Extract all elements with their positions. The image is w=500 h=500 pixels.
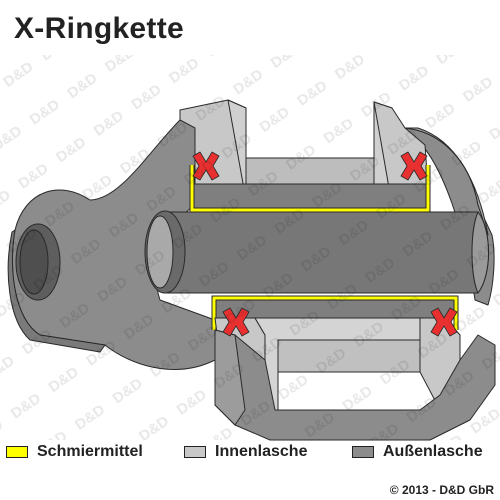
diagram-title: X-Ringkette <box>14 12 184 45</box>
legend-label-outer-plate: Außenlasche <box>383 443 483 460</box>
legend-swatch-inner-plate <box>184 446 206 458</box>
legend-item-lubricant: Schmiermittel <box>6 443 143 461</box>
legend-swatch-outer-plate <box>352 446 374 458</box>
legend-label-inner-plate: Innenlasche <box>215 443 308 460</box>
legend-swatch-lubricant <box>6 446 28 458</box>
legend-item-outer-plate: Außenlasche <box>352 443 483 461</box>
copyright-notice: © 2013 - D&D GbR <box>389 483 494 497</box>
legend-label-lubricant: Schmiermittel <box>37 443 143 460</box>
legend: Schmiermittel Innenlasche Außenlasche <box>6 443 496 465</box>
watermark-overlay <box>0 55 500 440</box>
legend-item-inner-plate: Innenlasche <box>184 443 307 461</box>
